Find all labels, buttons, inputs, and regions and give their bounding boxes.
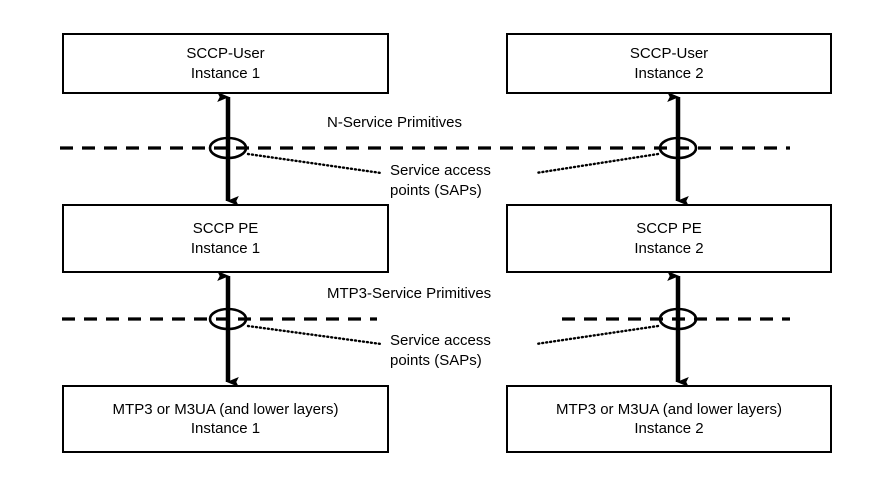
label-sap-upper: Service access points (SAPs) (390, 161, 491, 200)
label-n-service-primitives: N-Service Primitives (327, 114, 463, 131)
leader-line-lower-left (246, 324, 383, 346)
layer-box-sccp-pe-1[interactable]: SCCP PE Instance 1 (62, 204, 389, 273)
layer-box-line1: SCCP PE (636, 220, 702, 238)
layer-box-mtp3-2[interactable]: MTP3 or M3UA (and lower layers) Instance… (506, 385, 832, 453)
label-sap-lower: Service access points (SAPs) (390, 331, 491, 370)
layer-box-line2: Instance 2 (634, 420, 704, 437)
layer-box-mtp3-1[interactable]: MTP3 or M3UA (and lower layers) Instance… (62, 385, 389, 453)
layer-box-line1: SCCP-User (629, 45, 709, 63)
leader-line-upper-left (246, 152, 383, 175)
layer-box-line2: Instance 2 (634, 64, 704, 82)
sap-symbol-right-lower-icon (658, 307, 698, 331)
sap-symbol-right-upper-icon (658, 136, 698, 160)
label-sap-upper-line1: Service access (390, 162, 491, 179)
layer-box-line1: SCCP PE (192, 220, 259, 238)
label-sap-lower-line2: points (SAPs) (390, 351, 482, 369)
layer-box-line2: Instance 2 (634, 239, 704, 257)
layer-box-line1: SCCP-User (186, 45, 265, 63)
layer-box-sccp-user-2[interactable]: SCCP-User Instance 2 (506, 33, 832, 94)
leader-line-upper-right (534, 152, 660, 175)
layer-box-line1: MTP3 or M3UA (and lower layers) (112, 400, 339, 418)
layer-box-line2: Instance 1 (190, 239, 261, 257)
sap-symbol-left-lower-icon (208, 307, 248, 331)
label-mtp3-service-primitives: MTP3-Service Primitives (327, 285, 492, 302)
layer-box-sccp-user-1[interactable]: SCCP-User Instance 1 (62, 33, 389, 94)
layer-box-sccp-pe-2[interactable]: SCCP PE Instance 2 (506, 204, 832, 273)
leader-line-lower-right (534, 324, 660, 346)
label-sap-upper-line2: points (SAPs) (390, 181, 482, 199)
label-sap-lower-line1: Service access (390, 332, 491, 349)
sap-symbol-left-upper-icon (208, 136, 248, 160)
layer-box-line2: Instance 1 (190, 64, 261, 82)
layer-box-line1: MTP3 or M3UA (and lower layers) (556, 400, 782, 418)
layer-box-line2: Instance 1 (190, 420, 261, 437)
